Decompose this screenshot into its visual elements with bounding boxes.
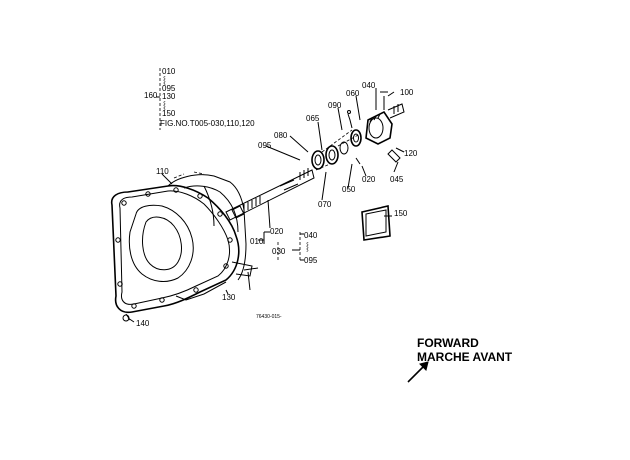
part-labels: 110 080 095 065 090 060 040 100 120 045 … — [136, 81, 418, 328]
label-040-group: 040 — [304, 231, 318, 240]
label-070: 070 — [318, 200, 332, 209]
input-shaft — [225, 163, 331, 221]
label-050-bottom: 050 — [342, 185, 356, 194]
label-020-right: 020 — [362, 175, 376, 184]
label-010: 010 — [250, 237, 264, 246]
ref-fig-note: FIG.NO.T005-030,110,120 — [160, 119, 255, 128]
ref-item-3: 130 — [162, 92, 176, 101]
label-150: 150 — [394, 209, 408, 218]
direction-line-2: MARCHE AVANT — [417, 350, 513, 364]
label-080: 080 — [274, 131, 288, 140]
group-bracket — [258, 231, 304, 262]
rear-hub — [365, 91, 405, 145]
label-095-group: 095 — [304, 256, 318, 265]
label-040-top: 040 — [362, 81, 376, 90]
ref-item-2: 095 — [162, 84, 176, 93]
reference-block: 010 ⸾ 095 160 130 ⸾ 150 FIG.NO.T005-030,… — [144, 67, 255, 130]
direction-indicator: FORWARD MARCHE AVANT — [407, 336, 513, 383]
label-065: 065 — [306, 114, 320, 123]
clutch-housing — [110, 171, 259, 314]
label-120: 120 — [404, 149, 418, 158]
svg-text:⸾: ⸾ — [306, 242, 309, 252]
leader-lines — [127, 88, 405, 323]
svg-text:⸾: ⸾ — [163, 76, 166, 86]
drawing-code: 76430-015- — [256, 314, 282, 320]
label-090: 090 — [328, 101, 342, 110]
label-030: 030 — [272, 247, 286, 256]
label-100: 100 — [400, 88, 414, 97]
forward-arrow-icon — [407, 361, 429, 383]
label-045: 045 — [390, 175, 404, 184]
direction-line-1: FORWARD — [417, 336, 479, 350]
gasket — [361, 205, 391, 241]
label-130: 130 — [222, 293, 236, 302]
ref-item-1: 010 — [162, 67, 176, 76]
svg-text:⸾: ⸾ — [163, 101, 166, 111]
label-140: 140 — [136, 319, 150, 328]
flange-bolt-holes — [115, 187, 233, 309]
bearing-stack — [311, 129, 362, 170]
label-020-group: 020 — [270, 227, 284, 236]
ref-main: 160 — [144, 91, 158, 100]
label-060: 060 — [346, 89, 360, 98]
label-110: 110 — [156, 167, 169, 176]
label-095-shaft: 095 — [258, 141, 272, 150]
ref-item-4: 150 — [162, 109, 176, 118]
